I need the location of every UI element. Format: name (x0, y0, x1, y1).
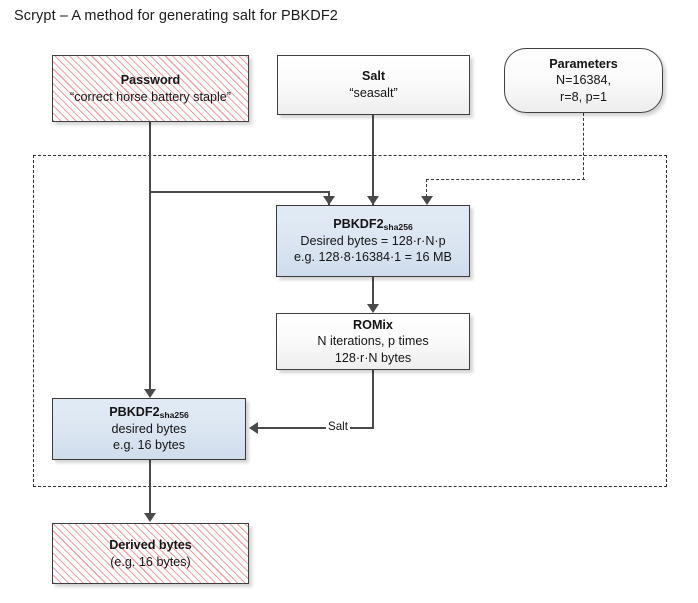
node-pbkdf2-first-subscript: sha256 (383, 222, 413, 233)
connector-password-trunk (149, 122, 151, 390)
connector-salt-to-pbkdf2 (372, 115, 374, 205)
node-pbkdf2-second-desired: desired bytes (111, 421, 187, 436)
arrowhead-salt-feedback (249, 422, 258, 434)
node-pbkdf2-first-title: PBKDF2sha256 (333, 216, 413, 233)
node-romix[interactable]: ROMix N iterations, p times 128·r·N byte… (276, 313, 470, 370)
connector-pbkdf2-second-to-derived (149, 460, 151, 515)
connector-password-branch (149, 191, 330, 193)
node-pbkdf2-second-title: PBKDF2sha256 (109, 404, 189, 421)
arrowhead-to-derived (144, 513, 156, 522)
arrowhead-password-to-pbkdf2-second (144, 389, 156, 398)
connector-pbkdf2-to-romix (372, 277, 374, 306)
node-salt-title: Salt (361, 69, 386, 84)
scrypt-group-frame (33, 155, 667, 487)
node-derived-bytes[interactable]: Derived bytes (e.g. 16 bytes) (52, 523, 249, 584)
node-salt[interactable]: Salt “seasalt” (277, 55, 470, 115)
node-pbkdf2-first[interactable]: PBKDF2sha256 Desired bytes = 128·r·N·p e… (276, 205, 470, 277)
arrowhead-password-to-pbkdf2 (323, 196, 335, 205)
node-salt-value: “seasalt” (349, 86, 398, 100)
node-pbkdf2-first-title-text: PBKDF2 (333, 217, 384, 232)
connector-parameters-drop (426, 179, 427, 197)
connector-romix-down (372, 370, 374, 429)
connector-parameters-down (583, 113, 584, 180)
node-pbkdf2-second-example: e.g. 16 bytes (112, 438, 186, 453)
node-password-value: “correct horse battery staple” (70, 89, 231, 104)
node-romix-title: ROMix (353, 317, 393, 332)
arrowhead-pbkdf2-to-romix (367, 304, 379, 313)
node-romix-bytes: 128·r·N bytes (334, 350, 412, 365)
node-parameters-title: Parameters (549, 56, 618, 71)
node-pbkdf2-first-formula: Desired bytes = 128·r·N·p (300, 233, 446, 248)
edge-label-salt: Salt (326, 420, 350, 433)
node-romix-iterations: N iterations, p times (317, 334, 429, 349)
connector-parameters-left (426, 179, 585, 180)
node-derived-bytes-title: Derived bytes (109, 537, 192, 552)
node-parameters-n: N=16384, (556, 73, 611, 88)
node-parameters-rp: r=8, p=1 (560, 89, 607, 104)
node-pbkdf2-first-example: e.g. 128·8·16384·1 = 16 MB (294, 250, 452, 265)
connector-romix-to-pbkdf2-second (258, 427, 374, 429)
page-title: Scrypt – A method for generating salt fo… (14, 8, 338, 24)
node-pbkdf2-second-subscript: sha256 (159, 410, 189, 421)
node-parameters[interactable]: Parameters N=16384, r=8, p=1 (504, 48, 663, 113)
node-password[interactable]: Password “correct horse battery staple” (52, 55, 249, 122)
node-pbkdf2-second-title-text: PBKDF2 (109, 405, 160, 420)
arrowhead-parameters-to-pbkdf2 (421, 196, 433, 205)
node-derived-bytes-example: (e.g. 16 bytes) (110, 554, 191, 569)
arrowhead-salt-to-pbkdf2 (367, 196, 379, 205)
node-password-title: Password (120, 72, 181, 87)
node-pbkdf2-second[interactable]: PBKDF2sha256 desired bytes e.g. 16 bytes (52, 398, 246, 460)
